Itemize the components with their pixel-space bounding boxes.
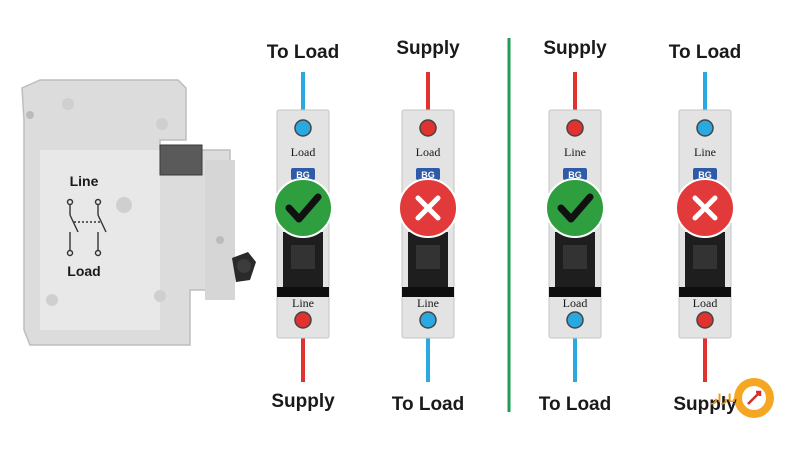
bottom-terminal: [419, 311, 437, 329]
brand-badge-text: BG: [568, 170, 582, 180]
cross-icon: [398, 178, 458, 238]
panel-3-top-caption: Supply: [543, 38, 607, 59]
top-terminal-label: Line: [694, 145, 716, 159]
top-terminal: [566, 119, 584, 137]
breaker-toggle-handle: [563, 245, 587, 269]
brand-badge: [416, 168, 440, 180]
panel-4-bottom-caption: Supply: [673, 394, 737, 415]
breaker-toggle-base: [679, 287, 731, 297]
panel-2-top-caption: Supply: [396, 38, 460, 59]
breaker-load-label: Load: [67, 263, 100, 279]
top-terminal-label: Load: [291, 145, 316, 159]
breaker-toggle-base: [277, 287, 329, 297]
breaker-side-lever: [232, 252, 256, 282]
large-breaker-illustration: Line Load: [21, 79, 256, 346]
panel-1-top-caption: To Load: [266, 42, 340, 63]
bottom-terminal: [566, 311, 584, 329]
top-terminal: [696, 119, 714, 137]
top-terminal: [419, 119, 437, 137]
top-terminal-label: Load: [416, 145, 441, 159]
breaker-toggle-base: [402, 287, 454, 297]
bottom-terminal: [696, 311, 714, 329]
brand-badge-text: BG: [421, 170, 435, 180]
checkmark-icon: [545, 178, 605, 238]
bottom-terminal-label: Load: [563, 296, 588, 310]
bottom-terminal: [294, 311, 312, 329]
top-terminal-label: Line: [564, 145, 586, 159]
bottom-terminal-label: Line: [292, 296, 314, 310]
panel-1-bottom-caption: Supply: [271, 391, 335, 412]
bottom-terminal-label: Load: [693, 296, 718, 310]
brand-badge: [693, 168, 717, 180]
breaker-toggle-handle: [291, 245, 315, 269]
breaker-toggle-base: [549, 287, 601, 297]
breaker-toggle-handle: [693, 245, 717, 269]
breaker-toggle-handle: [416, 245, 440, 269]
panel-2-bottom-caption: To Load: [391, 394, 465, 415]
brand-badge-text: BG: [698, 170, 712, 180]
cross-icon: [675, 178, 735, 238]
breaker-schematic-symbol: [66, 198, 107, 257]
brand-badge: [563, 168, 587, 180]
sunflower-logo-icon: [734, 378, 774, 418]
checkmark-icon: [273, 178, 333, 238]
top-terminal: [294, 119, 312, 137]
panel-3-bottom-caption: To Load: [538, 394, 612, 415]
panel-4-top-caption: To Load: [668, 42, 742, 63]
watermark-text: بازار: [711, 392, 736, 405]
breaker-line-label: Line: [70, 173, 99, 189]
brand-badge-text: BG: [296, 170, 310, 180]
bottom-terminal-label: Line: [417, 296, 439, 310]
brand-badge: [291, 168, 315, 180]
